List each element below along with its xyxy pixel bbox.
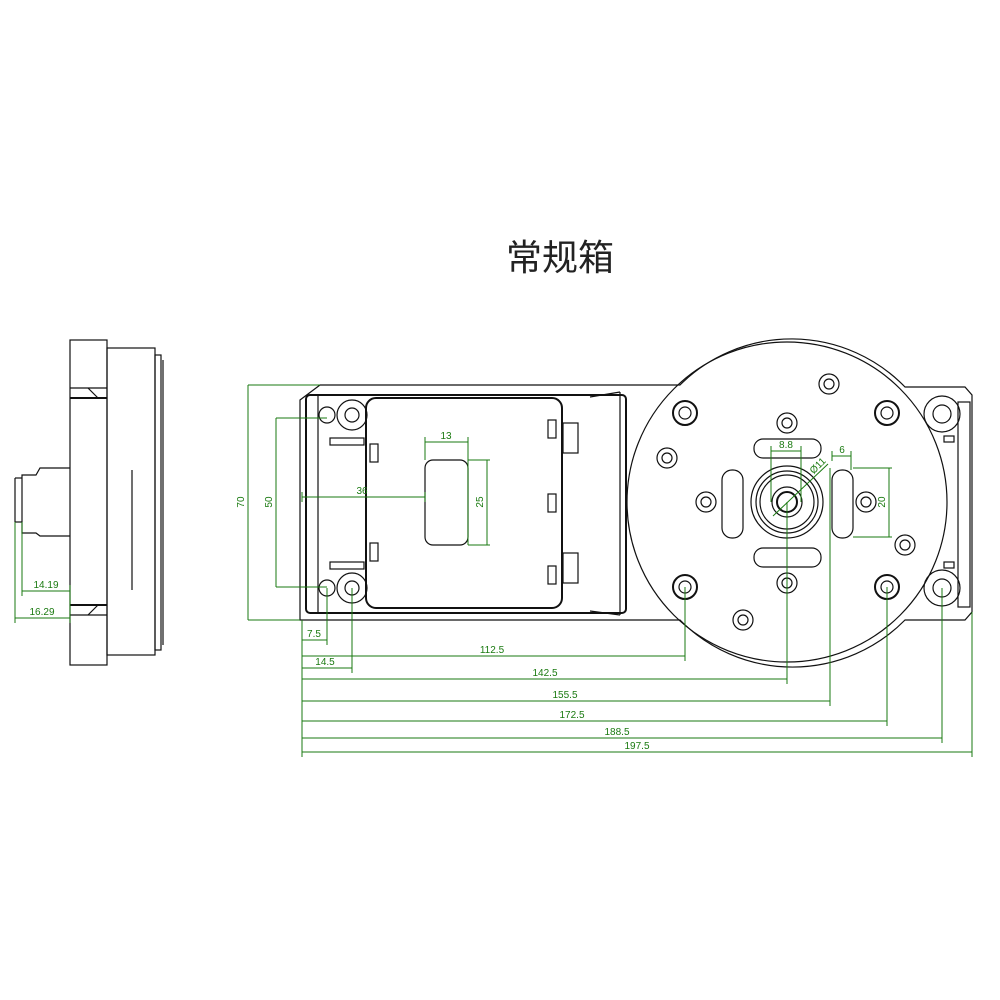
dim-label-spline_width: 8.8 [779, 440, 793, 451]
side-bracket [957, 401, 971, 608]
dim-label-window_height: 25 [475, 496, 486, 508]
dim-label-d188_5: 188.5 [604, 727, 629, 738]
window-cutout [424, 459, 469, 546]
dim-label-slot_length: 20 [877, 496, 888, 508]
dim-label-window_offset: 36 [356, 486, 368, 497]
side-shaft [21, 467, 70, 537]
dim-label-d172_5: 172.5 [559, 710, 584, 721]
housing-outline [299, 338, 973, 668]
dim-label-d7_5: 7.5 [307, 629, 321, 640]
dim-label-shaft_diameter: Ø11 [808, 456, 829, 477]
dim-label-shaft_length_1: 14.19 [33, 580, 58, 591]
battery-compartment [365, 397, 563, 609]
dim-label-d142_5: 142.5 [532, 668, 557, 679]
disc-holes [656, 373, 961, 631]
dim-label-d14_5: 14.5 [315, 657, 335, 668]
front-view [299, 338, 973, 668]
drawing-title: 常规箱 [506, 238, 614, 279]
dim-label-d112_5: 112.5 [480, 645, 505, 656]
dim-label-mount_spacing: 50 [264, 496, 275, 508]
dim-label-shaft_length_2: 16.29 [29, 607, 54, 618]
dim-label-d197_5: 197.5 [624, 741, 649, 752]
dim-label-window_width: 13 [440, 431, 452, 442]
side-view [14, 339, 164, 666]
dim-label-height: 70 [236, 496, 247, 508]
side-body [106, 347, 156, 656]
dim-label-slot_width: 6 [839, 445, 845, 456]
dim-label-d155_5: 155.5 [552, 690, 577, 701]
